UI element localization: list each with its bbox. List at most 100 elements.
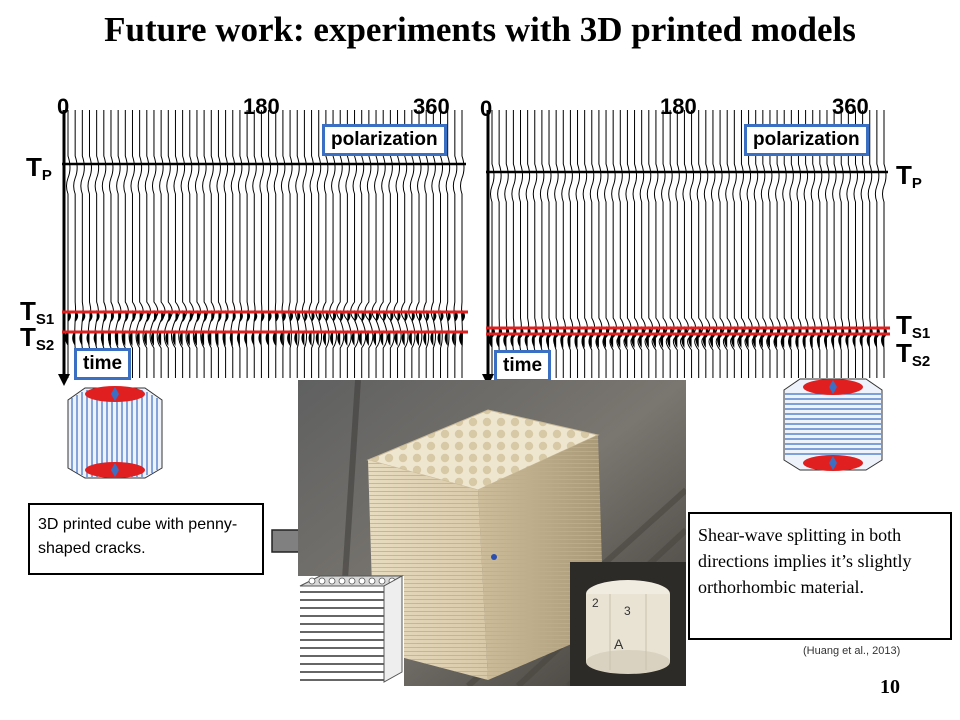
left-ts2-label: TS2 (20, 322, 55, 354)
trace-lobe-s2 (645, 332, 649, 348)
right-polarization-label: polarization (744, 124, 869, 156)
trace-lobe-s2 (574, 332, 578, 348)
trace-lobe-s2 (489, 332, 492, 348)
trace-lobe-s2 (859, 332, 863, 348)
trace-lobe-s2 (881, 332, 884, 348)
seismic-trace (651, 110, 661, 378)
trace-lobe-s2 (766, 332, 770, 348)
trace-lobe-s2 (394, 330, 398, 346)
trace-lobe-s2 (65, 330, 68, 346)
trace-lobe-s2 (546, 332, 550, 348)
seismic-trace (616, 110, 625, 378)
slide-number: 10 (880, 676, 900, 698)
left-ts1-label: TS1 (20, 296, 55, 328)
trace-lobe-s2 (272, 330, 276, 346)
seismic-trace (687, 110, 697, 378)
trace-lobe-s2 (193, 330, 197, 346)
trace-lobe-s2 (265, 330, 269, 346)
right-tick-180: 180 (660, 94, 697, 119)
trace-lobe-s2 (731, 332, 735, 348)
trace-lobe-s2 (416, 330, 420, 346)
seismic-trace (758, 110, 767, 378)
trace-lobe-s2 (236, 330, 240, 346)
trace-lobe-s2 (531, 332, 535, 348)
trace-lobe-s2 (93, 330, 97, 346)
trace-lobe-s2 (617, 332, 621, 348)
trace-lobe-s2 (158, 330, 162, 346)
trace-lobe-s2 (717, 332, 721, 348)
trace-lobe-s2 (337, 330, 341, 346)
citation: (Huang et al., 2013) (803, 645, 901, 657)
trace-lobe-s2 (759, 332, 763, 348)
left-tp-label: TP (26, 152, 52, 184)
trace-lobe-s2 (745, 332, 749, 348)
right-time-label: time (494, 350, 552, 382)
slide-title: Future work: experiments with 3D printed… (104, 10, 856, 49)
trace-lobe-s2 (365, 330, 369, 346)
trace-lobe-s2 (244, 330, 248, 346)
trace-lobe-s2 (222, 330, 226, 346)
trace-lobe-s2 (373, 330, 377, 346)
trace-lobe-s2 (695, 332, 699, 348)
trace-lobe-s2 (122, 330, 126, 346)
trace-lobe-s2 (795, 332, 799, 348)
trace-lobe-s2 (567, 332, 571, 348)
trace-lobe-s2 (524, 332, 528, 348)
trace-lobe-s2 (444, 330, 448, 346)
left-polarization-label: polarization (322, 124, 447, 156)
trace-lobe-s2 (401, 330, 405, 346)
trace-lobe-s2 (423, 330, 427, 346)
trace-lobe-s2 (201, 330, 205, 346)
trace-lobe-s2 (674, 332, 678, 348)
trace-lobe-s2 (852, 332, 856, 348)
seismic-trace (694, 110, 704, 378)
trace-lobe-s2 (380, 330, 384, 346)
right-seismogram (482, 110, 890, 386)
trace-lobe-s2 (143, 330, 147, 346)
trace-lobe-s2 (179, 330, 183, 346)
seismic-trace (744, 110, 753, 378)
trace-lobe-s2 (624, 332, 628, 348)
seismic-trace (715, 110, 725, 378)
trace-lobe-s2 (781, 332, 785, 348)
trace-lobe-s2 (344, 330, 348, 346)
splitting-note-text: Shear-wave splitting in both directions … (698, 525, 912, 597)
trace-lobe-s2 (816, 332, 820, 348)
trace-lobe-s2 (560, 332, 564, 348)
right-tick-0: 0 (480, 96, 493, 121)
trace-lobe-s2 (802, 332, 806, 348)
cube-caption-text: 3D printed cube with penny-shaped cracks… (38, 516, 238, 557)
trace-lobe-s2 (538, 332, 542, 348)
left-seismogram-panel: 0 180 360 polarization time TP TS1 TS2 (0, 90, 480, 390)
seismic-trace (730, 110, 739, 378)
trace-lobe-s2 (496, 332, 500, 348)
trace-lobe-s2 (595, 332, 599, 348)
trace-lobe-s2 (702, 332, 706, 348)
left-tick-180: 180 (243, 94, 280, 119)
trace-lobe-s2 (681, 332, 685, 348)
trace-lobe-s2 (451, 330, 455, 346)
trace-lobe-s2 (136, 330, 140, 346)
seismic-trace (751, 110, 760, 378)
trace-lobe-s2 (831, 332, 835, 348)
trace-lobe-s2 (150, 330, 154, 346)
layered-cube-inset (298, 575, 404, 686)
trace-lobe-s2 (100, 330, 104, 346)
trace-lobe-s2 (845, 332, 849, 348)
trace-lobe-s2 (251, 330, 255, 346)
seismic-trace (708, 110, 718, 378)
trace-lobe-s2 (517, 332, 521, 348)
trace-lobe-s2 (115, 330, 119, 346)
trace-lobe-s2 (165, 330, 169, 346)
trace-lobe-s2 (129, 330, 133, 346)
seismic-trace (623, 110, 632, 378)
trace-lobe-s2 (322, 330, 326, 346)
trace-lobe-s2 (503, 332, 507, 348)
trace-lobe-s2 (788, 332, 792, 348)
trace-lobe-s2 (588, 332, 592, 348)
splitting-note-box: Shear-wave splitting in both directions … (688, 512, 952, 640)
seismic-trace (672, 110, 682, 378)
cube-photo (298, 380, 686, 686)
trace-lobe-s2 (838, 332, 842, 348)
trace-lobe-s2 (301, 330, 305, 346)
